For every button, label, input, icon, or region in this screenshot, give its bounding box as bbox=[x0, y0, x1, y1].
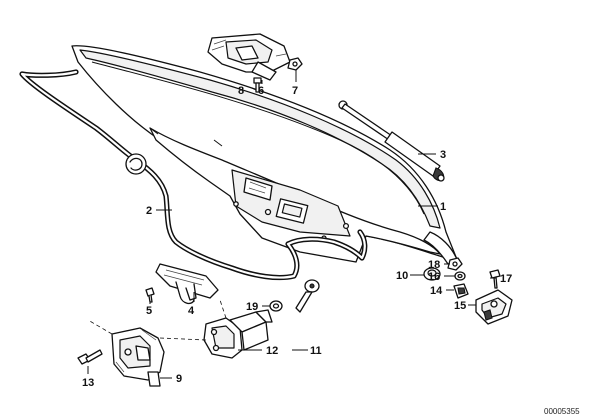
callout-1: 1 bbox=[440, 201, 446, 213]
callout-18: 18 bbox=[428, 259, 440, 271]
bumper-14-part bbox=[453, 283, 469, 299]
callout-6: 6 bbox=[258, 85, 264, 97]
callout-10: 10 bbox=[396, 270, 408, 282]
nut-7-part bbox=[287, 57, 303, 71]
hinge-bracket-part bbox=[207, 33, 291, 81]
lock-bracket-part bbox=[155, 263, 219, 305]
callout-4: 4 bbox=[188, 305, 195, 317]
callout-9: 9 bbox=[176, 373, 182, 385]
bolt-8-part bbox=[253, 77, 262, 93]
diagram-code: 00005355 bbox=[544, 407, 580, 416]
callout-17: 17 bbox=[500, 273, 512, 285]
weatherstrip-seal-part bbox=[19, 69, 368, 281]
callout-16: 16 bbox=[428, 271, 440, 283]
bolt-13-part bbox=[77, 349, 103, 365]
striker-15-part bbox=[475, 289, 513, 325]
leader-lines bbox=[87, 70, 496, 379]
callout-12: 12 bbox=[266, 345, 278, 357]
callout-7: 7 bbox=[292, 85, 298, 97]
callout-15: 15 bbox=[454, 300, 466, 312]
callout-labels: 1 2 3 4 5 6 7 8 9 10 11 12 13 14 15 16 1… bbox=[82, 85, 512, 389]
lock-cylinder-part bbox=[203, 309, 273, 359]
callout-14: 14 bbox=[430, 285, 443, 297]
callout-13: 13 bbox=[82, 377, 94, 389]
callout-19: 19 bbox=[246, 301, 258, 313]
callout-8: 8 bbox=[238, 85, 244, 97]
washer-16-part bbox=[454, 271, 466, 281]
screw-5-part bbox=[145, 287, 155, 303]
nut-18-part bbox=[447, 257, 463, 271]
trunk-lock-part bbox=[111, 327, 165, 387]
lock-key-11-part bbox=[295, 279, 320, 313]
callout-11: 11 bbox=[310, 345, 322, 357]
callout-3: 3 bbox=[440, 149, 446, 161]
gas-strut-part bbox=[338, 100, 445, 182]
buffer-10-part bbox=[423, 267, 441, 281]
trunk-lid-part bbox=[71, 45, 459, 265]
callout-2: 2 bbox=[146, 205, 152, 217]
callout-5: 5 bbox=[146, 305, 152, 317]
washer-19-part bbox=[269, 300, 283, 312]
screw-17-part bbox=[489, 269, 501, 289]
